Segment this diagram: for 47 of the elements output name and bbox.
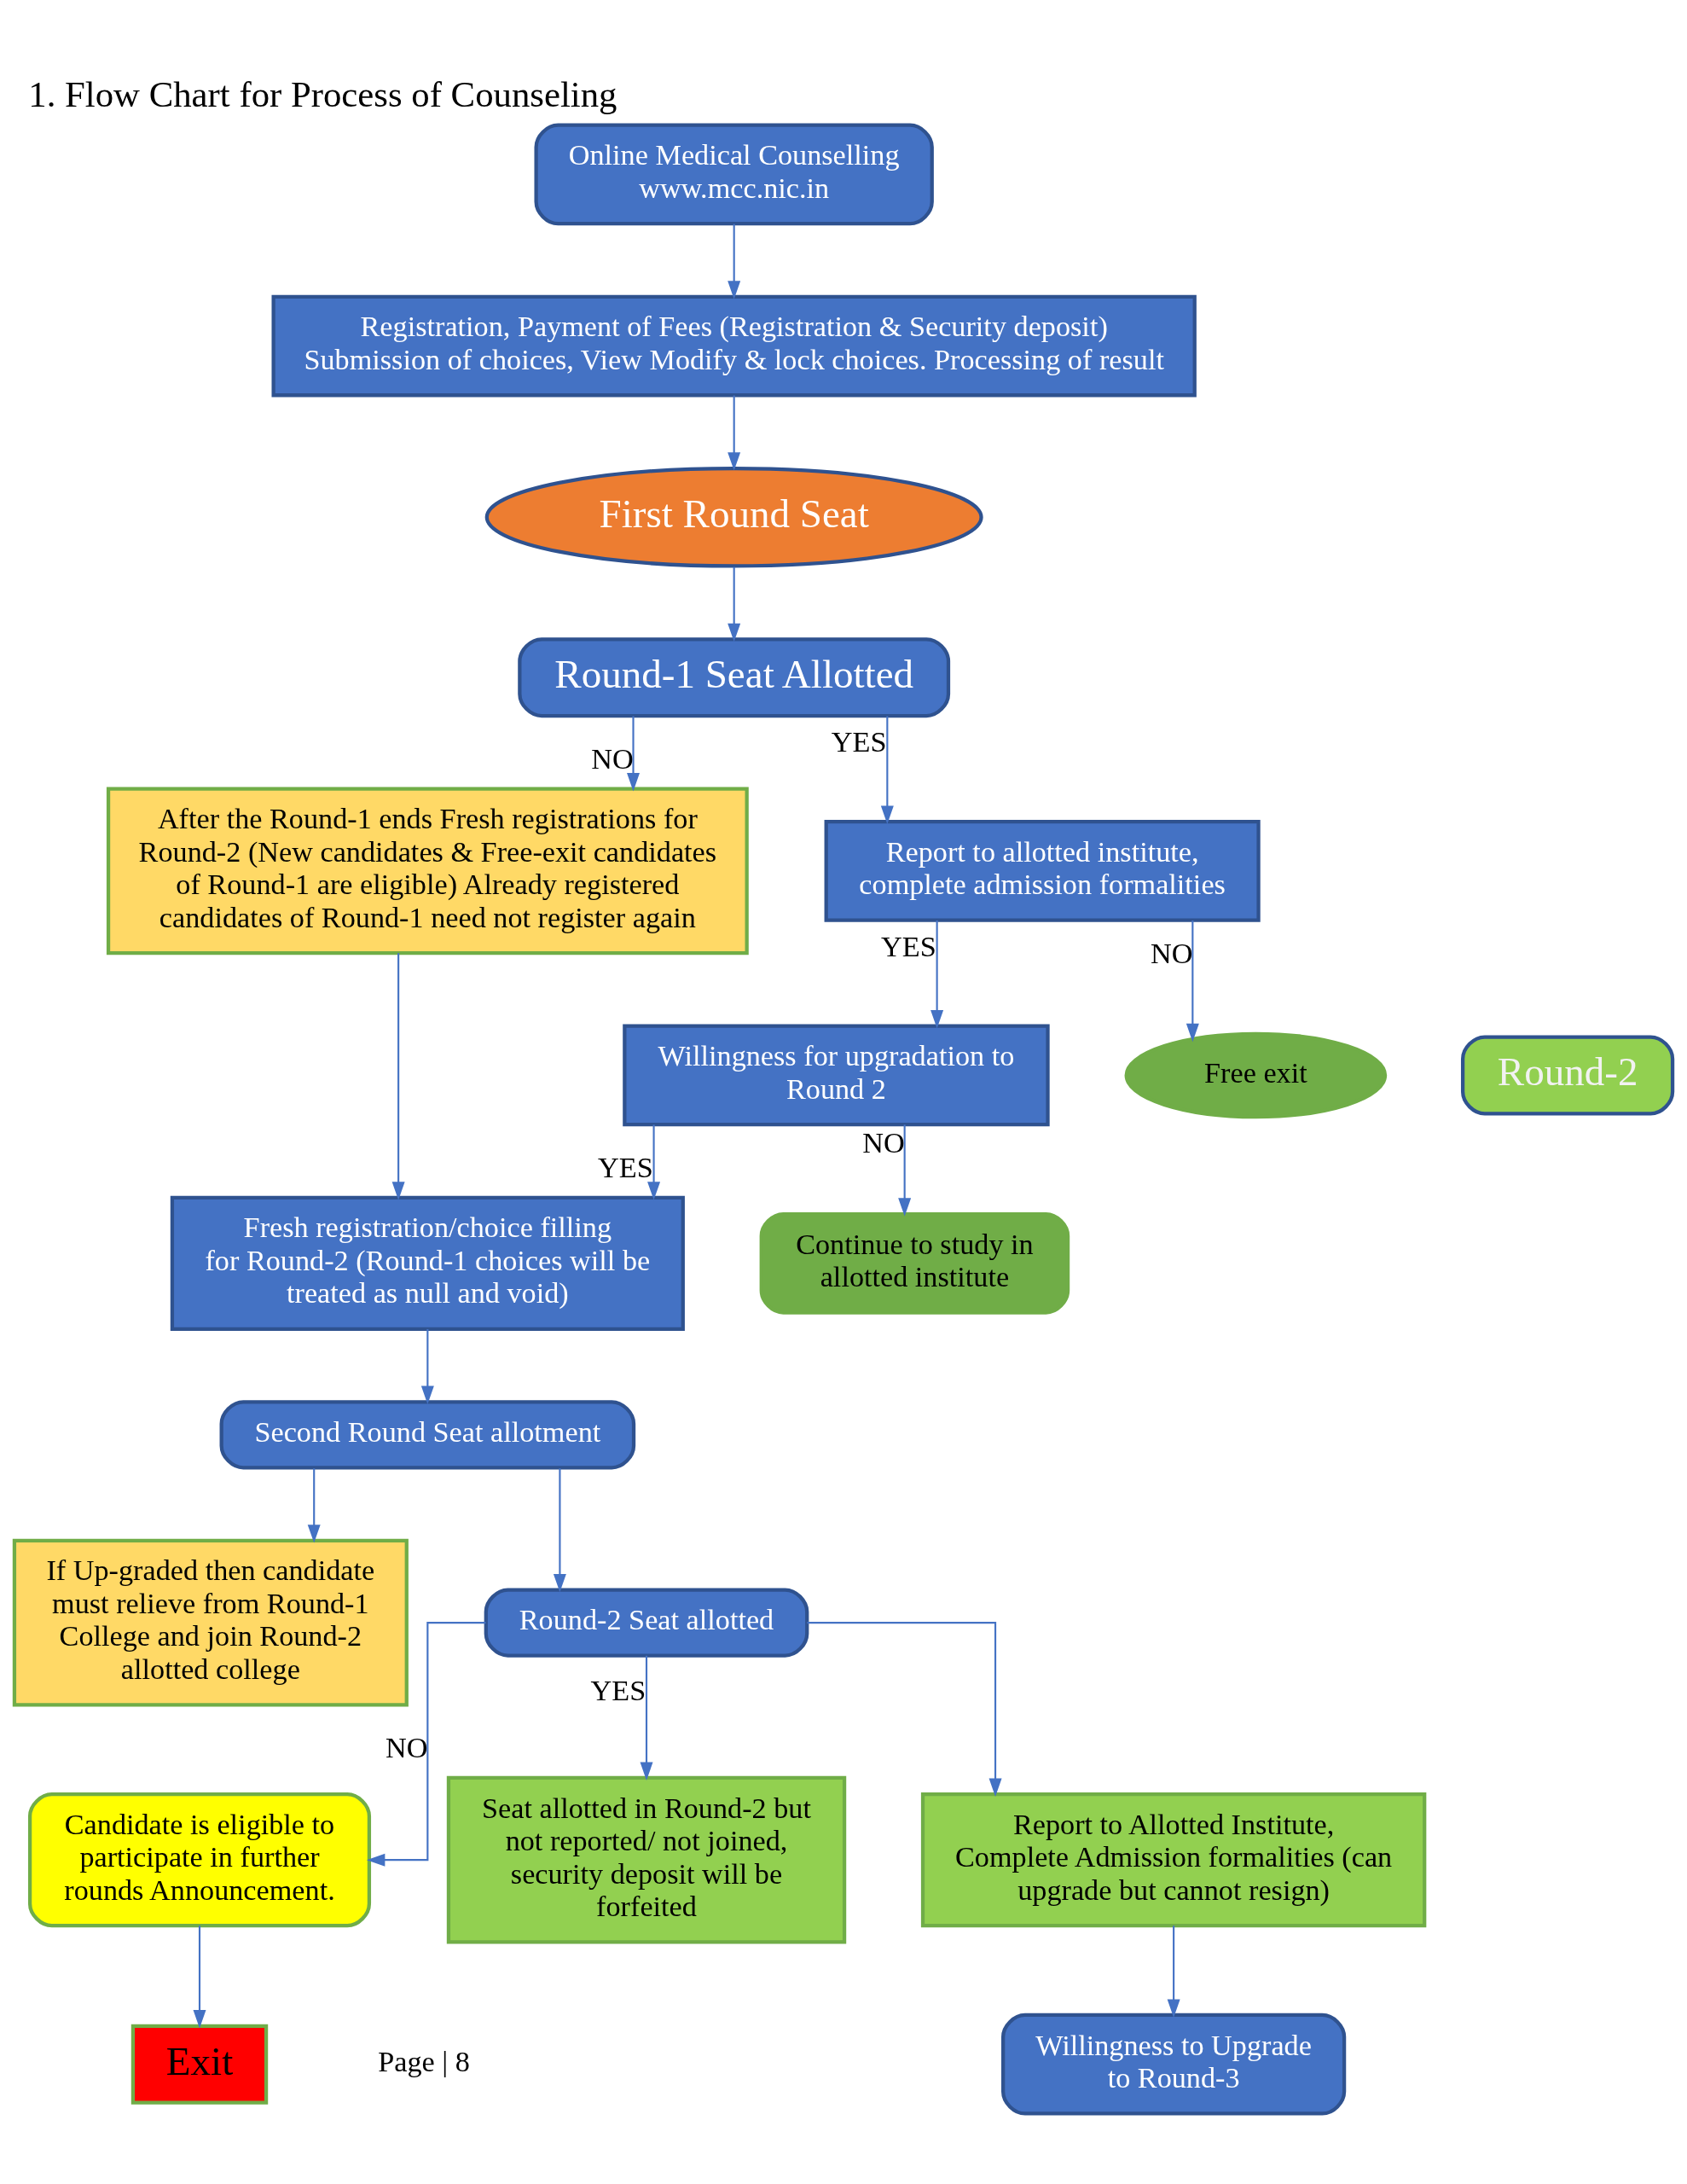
label: Page | 8	[378, 2045, 470, 2077]
edge-label: YES	[598, 1151, 653, 1183]
node-box: Round-2 Seat allotted	[484, 1588, 809, 1658]
node-box: If Up-graded then candidate must relieve from Round-1 College and join Round-2 allotted college	[12, 1538, 409, 1707]
arrow	[391, 953, 405, 1200]
node-box: Candidate is eligible to participate in further rounds Announcement.	[27, 1792, 372, 1928]
node-box: Round-1 Seat Allotted	[518, 637, 951, 718]
node-box: After the Round-1 ends Fresh registrations for Round-2 (New candidates & Free-exit candidates of Round-1 are eligible) Already registered candidates of Round-1 need not register again	[106, 787, 749, 956]
arrow	[898, 1124, 912, 1217]
edge-label: YES	[590, 1674, 646, 1706]
node-ellipse: Free exit	[1124, 1031, 1388, 1119]
arrow	[807, 1622, 1002, 1797]
arrow	[627, 716, 640, 792]
edge-label: NO	[1151, 937, 1193, 969]
node-box: Fresh registration/choice filling for Round-2 (Round-1 choices will be treated as null and void)	[170, 1195, 685, 1331]
arrow	[728, 566, 741, 642]
arrow	[728, 395, 741, 471]
arrow	[647, 1124, 661, 1200]
arrow	[193, 1926, 206, 2029]
node-box: Willingness to Upgrade to Round-3	[1001, 2013, 1347, 2116]
arrow	[880, 716, 894, 824]
diagram-title: 1. Flow Chart for Process of Counseling	[28, 74, 617, 115]
node-box: Exit	[130, 2024, 269, 2105]
arrow	[640, 1655, 653, 1780]
node-box: Report to allotted institute, complete admission formalities	[824, 820, 1261, 922]
arrow	[366, 1622, 486, 1867]
arrow	[930, 920, 944, 1029]
edge-label: NO	[591, 742, 634, 775]
node-box: Online Medical Counselling www.mcc.nic.in	[534, 123, 934, 226]
node-box: Round-2	[1460, 1035, 1675, 1116]
node-box: Report to Allotted Institute, Complete Admission formalities (can upgrade but cannot resign)	[920, 1792, 1427, 1928]
arrow	[307, 1468, 321, 1543]
edge-label: NO	[862, 1126, 905, 1159]
node-box: Willingness for upgradation to Round 2	[623, 1024, 1050, 1127]
edge-label: NO	[386, 1731, 428, 1763]
arrow	[728, 224, 741, 299]
node-box: Registration, Payment of Fees (Registration & Security deposit) Submission of choices, View Modify & lock choices. Processing of result	[271, 294, 1197, 398]
arrow	[1167, 1926, 1180, 2018]
node-ellipse: First Round Seat	[484, 466, 983, 568]
edge-label: YES	[881, 930, 936, 962]
node-box: Seat allotted in Round-2 but not reported/ not joined, security deposit will be forfeited	[446, 1775, 847, 1944]
edge-label: YES	[831, 726, 887, 758]
node-box: Continue to study in allotted institute	[759, 1211, 1070, 1315]
arrow	[420, 1328, 434, 1405]
node-box: Second Round Seat allotment	[219, 1400, 636, 1470]
arrow	[553, 1468, 566, 1593]
arrow	[1186, 920, 1199, 1043]
